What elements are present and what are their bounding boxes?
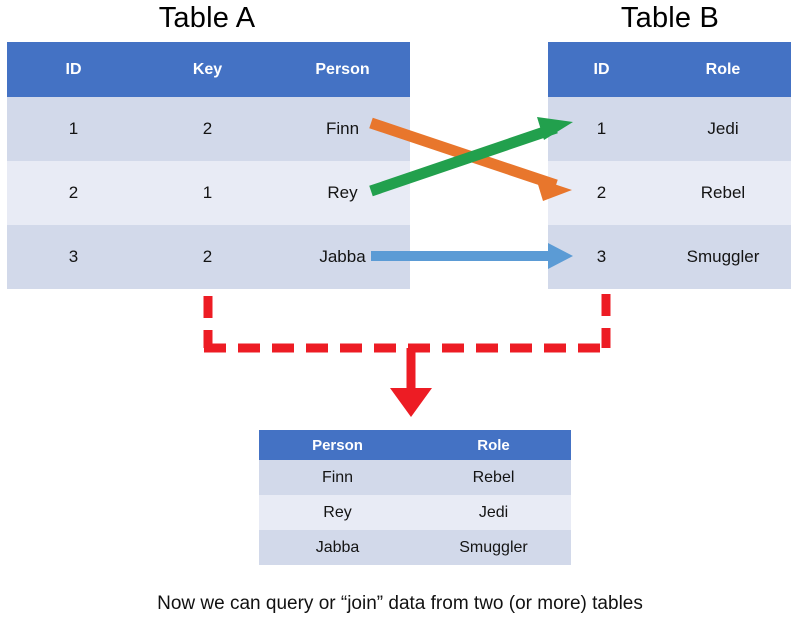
table-b-r2-role: Rebel (655, 161, 791, 225)
table-a-header-key: Key (140, 42, 275, 97)
table-row: 3 2 Jabba (7, 225, 410, 289)
table-row: Finn Rebel (259, 460, 571, 495)
table-a-r2-key: 1 (140, 161, 275, 225)
table-a: ID Key Person 1 2 Finn 2 1 Rey 3 2 Jabba (7, 42, 410, 289)
table-b-title: Table B (620, 2, 720, 34)
table-row: 2 Rebel (548, 161, 791, 225)
table-a-r3-person: Jabba (275, 225, 410, 289)
table-b-r3-role: Smuggler (655, 225, 791, 289)
table-a-title: Table A (158, 2, 256, 34)
table-a-r3-key: 2 (140, 225, 275, 289)
table-row: Rey Jedi (259, 495, 571, 530)
table-a-r2-id: 2 (7, 161, 140, 225)
result-r1-role: Rebel (416, 460, 571, 495)
table-b: ID Role 1 Jedi 2 Rebel 3 Smuggler (548, 42, 791, 289)
result-r1-person: Finn (259, 460, 416, 495)
result-r2-role: Jedi (416, 495, 571, 530)
table-b-r3-id: 3 (548, 225, 655, 289)
table-row: 1 2 Finn (7, 97, 410, 161)
table-b-header-row: ID Role (548, 42, 791, 97)
table-b-r1-role: Jedi (655, 97, 791, 161)
table-a-r3-id: 3 (7, 225, 140, 289)
table-a-r2-person: Rey (275, 161, 410, 225)
table-row: 3 Smuggler (548, 225, 791, 289)
result-header-role: Role (416, 430, 571, 460)
result-table: Person Role Finn Rebel Rey Jedi Jabba Sm… (259, 430, 571, 565)
result-header-row: Person Role (259, 430, 571, 460)
table-b-r1-id: 1 (548, 97, 655, 161)
result-r2-person: Rey (259, 495, 416, 530)
table-row: 2 1 Rey (7, 161, 410, 225)
table-a-header-id: ID (7, 42, 140, 97)
diagram-caption: Now we can query or “join” data from two… (157, 593, 643, 614)
table-row: 1 Jedi (548, 97, 791, 161)
result-r3-person: Jabba (259, 530, 416, 565)
table-a-r1-key: 2 (140, 97, 275, 161)
result-r3-role: Smuggler (416, 530, 571, 565)
table-a-r1-person: Finn (275, 97, 410, 161)
dashed-join-connector (203, 294, 611, 392)
table-b-header-id: ID (548, 42, 655, 97)
table-a-r1-id: 1 (7, 97, 140, 161)
table-a-header-row: ID Key Person (7, 42, 410, 97)
result-header-person: Person (259, 430, 416, 460)
result-arrowhead-icon (390, 388, 432, 417)
table-b-header-role: Role (655, 42, 791, 97)
table-a-header-person: Person (275, 42, 410, 97)
table-row: Jabba Smuggler (259, 530, 571, 565)
table-b-r2-id: 2 (548, 161, 655, 225)
